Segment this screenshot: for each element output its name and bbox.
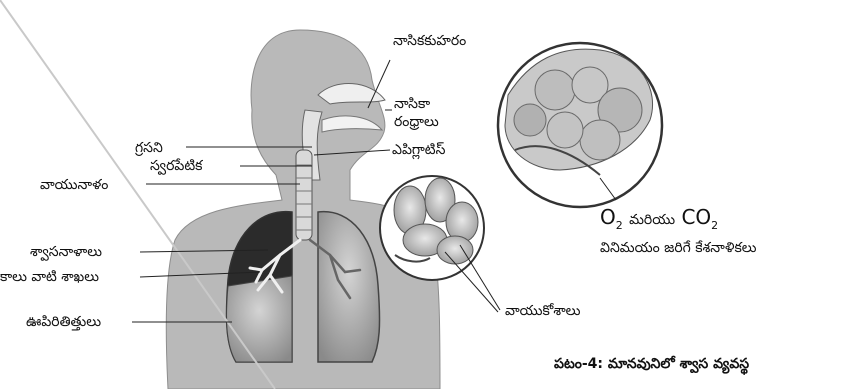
label-nostrils-line1: నాసికా [394, 96, 430, 113]
and-word: మరియు [629, 212, 675, 228]
co2-symbol: CO [681, 205, 711, 229]
trachea-shape [296, 150, 312, 240]
label-bronchioles: కాలు వాటి శాఖలు [0, 269, 99, 286]
label-epiglottis: ఎపిగ్లాటిస్ [392, 142, 445, 159]
o2-subscript: 2 [616, 219, 623, 232]
label-larynx: స్వరపేటిక [150, 158, 202, 175]
capillary-magnified [498, 43, 662, 207]
label-nostrils-line2: రంధ్రాలు [394, 114, 439, 131]
label-lungs: ఊపిరితిత్తులు [26, 314, 101, 331]
co2-subscript: 2 [711, 219, 718, 232]
label-alveoli: వాయుకోశాలు [505, 303, 580, 320]
label-bronchi: శ్వాసనాళాలు [30, 244, 102, 261]
alveoli-magnified [380, 176, 484, 280]
label-trachea: వాయునాళం [40, 177, 108, 194]
label-gas-exchange: O2 మరియు CO2 [600, 206, 718, 237]
label-pharynx: గ్రసని [135, 140, 163, 157]
label-capillaries: వినిమయం జరిగే కేశనాళికలు [600, 240, 757, 257]
figure-caption: పటం-4: మానవునిలో శ్వాస వ్యవస్థ [554, 356, 749, 373]
label-nasal-cavity: నాసికకుహరం [393, 33, 466, 50]
o2-symbol: O [600, 205, 616, 229]
